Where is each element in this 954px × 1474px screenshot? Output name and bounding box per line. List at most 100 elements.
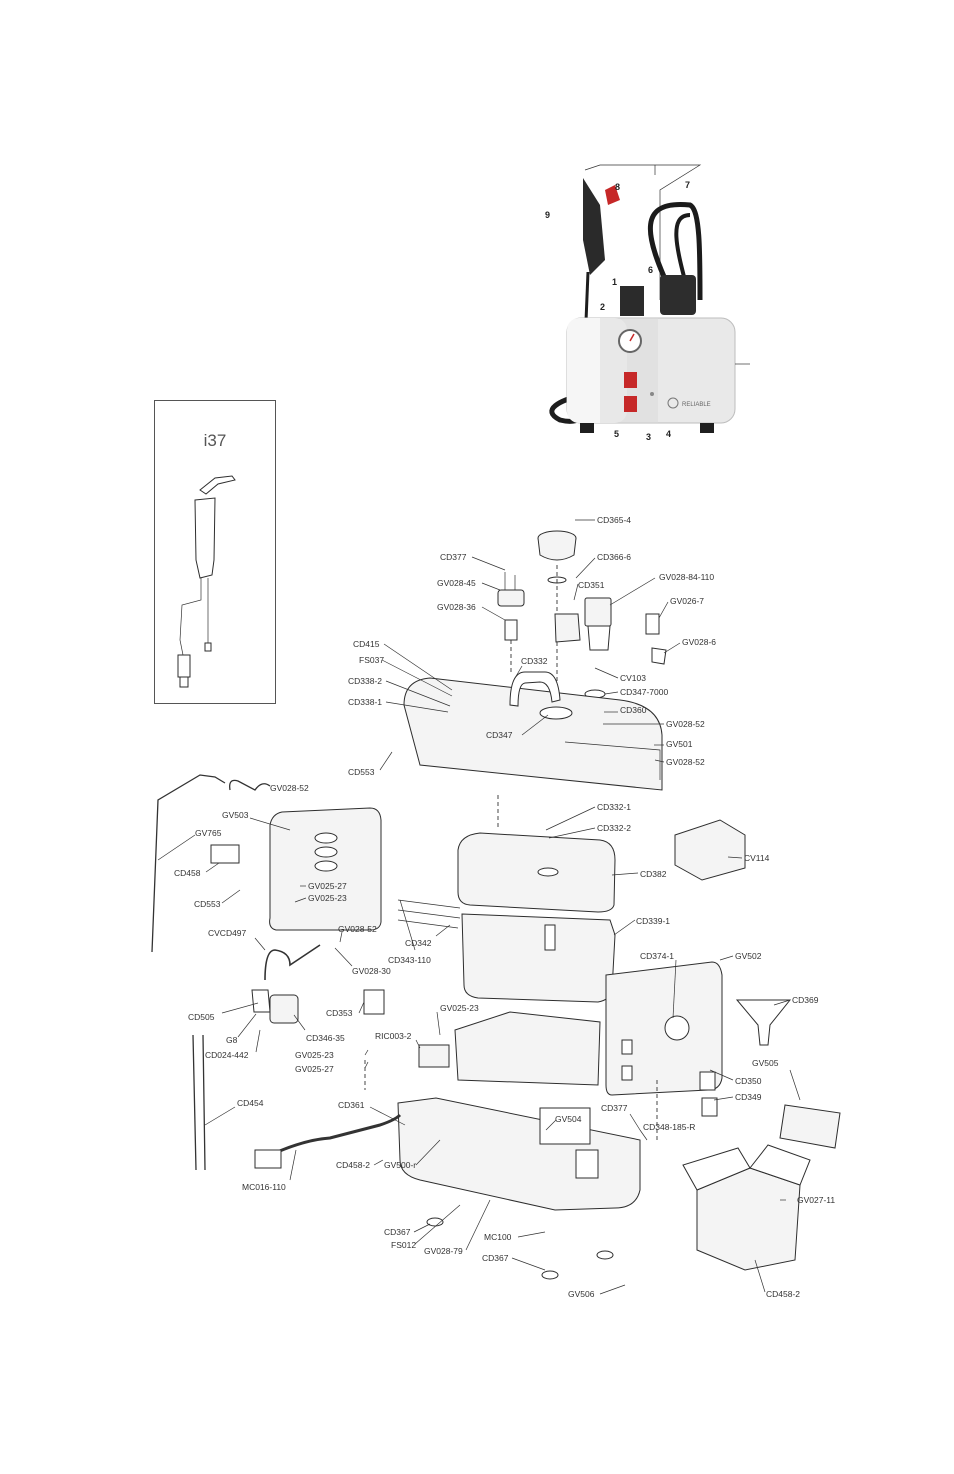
label-gv501: GV501	[666, 739, 693, 749]
label-gv504: GV504	[555, 1114, 582, 1124]
label-gv025-23-b: GV025-23	[440, 1003, 479, 1013]
brand-logo-photo: RELIABLE	[682, 402, 711, 408]
photo-callout-9: 9	[545, 210, 550, 220]
photo-callout-2: 2	[600, 302, 605, 312]
label-gv765: GV765	[195, 828, 222, 838]
label-cd346-35: CD346-35	[306, 1033, 345, 1043]
label-cd348-185-r: CD348-185-R	[643, 1122, 695, 1132]
label-cd377-bottom: CD377	[601, 1103, 628, 1113]
label-cd343-110: CD343-110	[388, 955, 431, 965]
label-cd332: CD332	[521, 656, 548, 666]
label-fs037: FS037	[359, 655, 384, 665]
label-cd369: CD369	[792, 995, 819, 1005]
label-cd351: CD351	[578, 580, 605, 590]
label-cd347-7000: CD347-7000	[620, 687, 668, 697]
label-gv025-23-c: GV025-23	[295, 1050, 334, 1060]
product-photo: RELIABLE 8 7 9 1 6 2 5 3 4	[545, 164, 750, 442]
label-cd338-1: CD338-1	[348, 697, 382, 707]
base-pan-drawing	[454, 1011, 601, 1086]
label-cd382: CD382	[640, 869, 667, 879]
label-mc016-110: MC016-110	[242, 1182, 286, 1192]
label-gv506: GV506	[568, 1289, 595, 1299]
photo-callout-6: 6	[648, 265, 653, 275]
label-gv027-11: GV027-11	[797, 1195, 835, 1205]
label-cd360: CD360	[620, 705, 647, 715]
top-cap-photo	[620, 286, 644, 316]
label-gv503: GV503	[222, 810, 249, 820]
label-cd332-2: CD332-2	[597, 823, 631, 833]
small-box-drawing	[674, 819, 746, 881]
label-g8: G8	[226, 1035, 238, 1045]
label-cd367-b: CD367	[482, 1253, 509, 1263]
label-cd415: CD415	[353, 639, 380, 649]
label-gv025-23-a: GV025-23	[308, 893, 347, 903]
solenoid-photo	[660, 275, 696, 315]
label-cd350: CD350	[735, 1076, 762, 1086]
label-gv500-r: GV500-r	[384, 1160, 416, 1170]
label-cd339-1: CD339-1	[636, 916, 670, 926]
inset-title: i37	[203, 431, 227, 450]
photo-callout-8: 8	[615, 182, 620, 192]
label-gv025-27-b: GV025-27	[295, 1064, 334, 1074]
label-gv028-52-d: GV028-52	[338, 924, 377, 934]
label-cd349: CD349	[735, 1092, 762, 1102]
label-cd454: CD454	[237, 1098, 264, 1108]
front-panel-drawing	[605, 961, 723, 1096]
top-cover-drawing	[403, 677, 663, 791]
label-cd353: CD353	[326, 1008, 353, 1018]
base-plate-drawing	[397, 1097, 641, 1211]
label-gv028-36: GV028-36	[437, 602, 476, 612]
i37-wand-drawing	[177, 475, 236, 688]
photo-callout-5: 5	[614, 429, 619, 439]
boiler-lid-drawing	[457, 832, 616, 913]
label-gv028-52-a: GV028-52	[666, 719, 705, 729]
hanger-rod-photo	[584, 164, 702, 300]
label-cd342: CD342	[405, 938, 432, 948]
label-gv025-27-a: GV025-27	[308, 881, 347, 891]
funnel-drawing	[735, 999, 792, 1046]
label-cd367-a: CD367	[384, 1227, 411, 1237]
part-labels: CD365-4 CD377 CD366-6 GV028-45 CD351 GV0…	[174, 515, 835, 1299]
switch-lower-photo	[624, 396, 637, 412]
label-ric003-2: RIC003-2	[375, 1031, 412, 1041]
label-cd458-2-b: CD458-2	[766, 1289, 800, 1299]
wand-trigger-photo	[605, 185, 620, 205]
label-cd332-1: CD332-1	[597, 802, 631, 812]
switch-upper-photo	[624, 372, 637, 388]
label-cd553-a: CD553	[348, 767, 375, 777]
label-cd366-6: CD366-6	[597, 552, 631, 562]
label-cd365-4: CD365-4	[597, 515, 631, 525]
label-cv103: CV103	[620, 673, 646, 683]
label-cd505: CD505	[188, 1012, 215, 1022]
i37-inset-panel: i37	[154, 400, 276, 704]
steam-wand-handle-photo	[583, 178, 605, 275]
label-cd361: CD361	[338, 1100, 365, 1110]
label-mc100: MC100	[484, 1232, 512, 1242]
label-cd338-2: CD338-2	[348, 676, 382, 686]
label-gv028-6: GV028-6	[682, 637, 716, 647]
label-cd347: CD347	[486, 730, 513, 740]
label-cd553-b: CD553	[194, 899, 221, 909]
label-cd377-top: CD377	[440, 552, 467, 562]
exploded-parts	[151, 530, 841, 1280]
photo-callout-1: 1	[612, 277, 617, 287]
photo-callout-3: 3	[646, 432, 651, 442]
label-cd458-2-a: CD458-2	[336, 1160, 370, 1170]
label-gv028-52-b: GV028-52	[666, 757, 705, 767]
label-gv028-52-c: GV028-52	[270, 783, 309, 793]
photo-callout-4: 4	[666, 429, 671, 439]
label-cd024-442: CD024-442	[205, 1050, 249, 1060]
photo-callout-7: 7	[685, 180, 690, 190]
label-gv028-79: GV028-79	[424, 1246, 463, 1256]
hanger-drawing	[151, 774, 271, 953]
label-gv028-45: GV028-45	[437, 578, 476, 588]
label-gv502: GV502	[735, 951, 762, 961]
label-cvcd497: CVCD497	[208, 928, 247, 938]
label-cd458: CD458	[174, 868, 201, 878]
label-cd374-1: CD374-1	[640, 951, 674, 961]
label-gv028-30: GV028-30	[352, 966, 391, 976]
label-gv026-7: GV026-7	[670, 596, 704, 606]
leader-lines	[157, 519, 801, 1295]
